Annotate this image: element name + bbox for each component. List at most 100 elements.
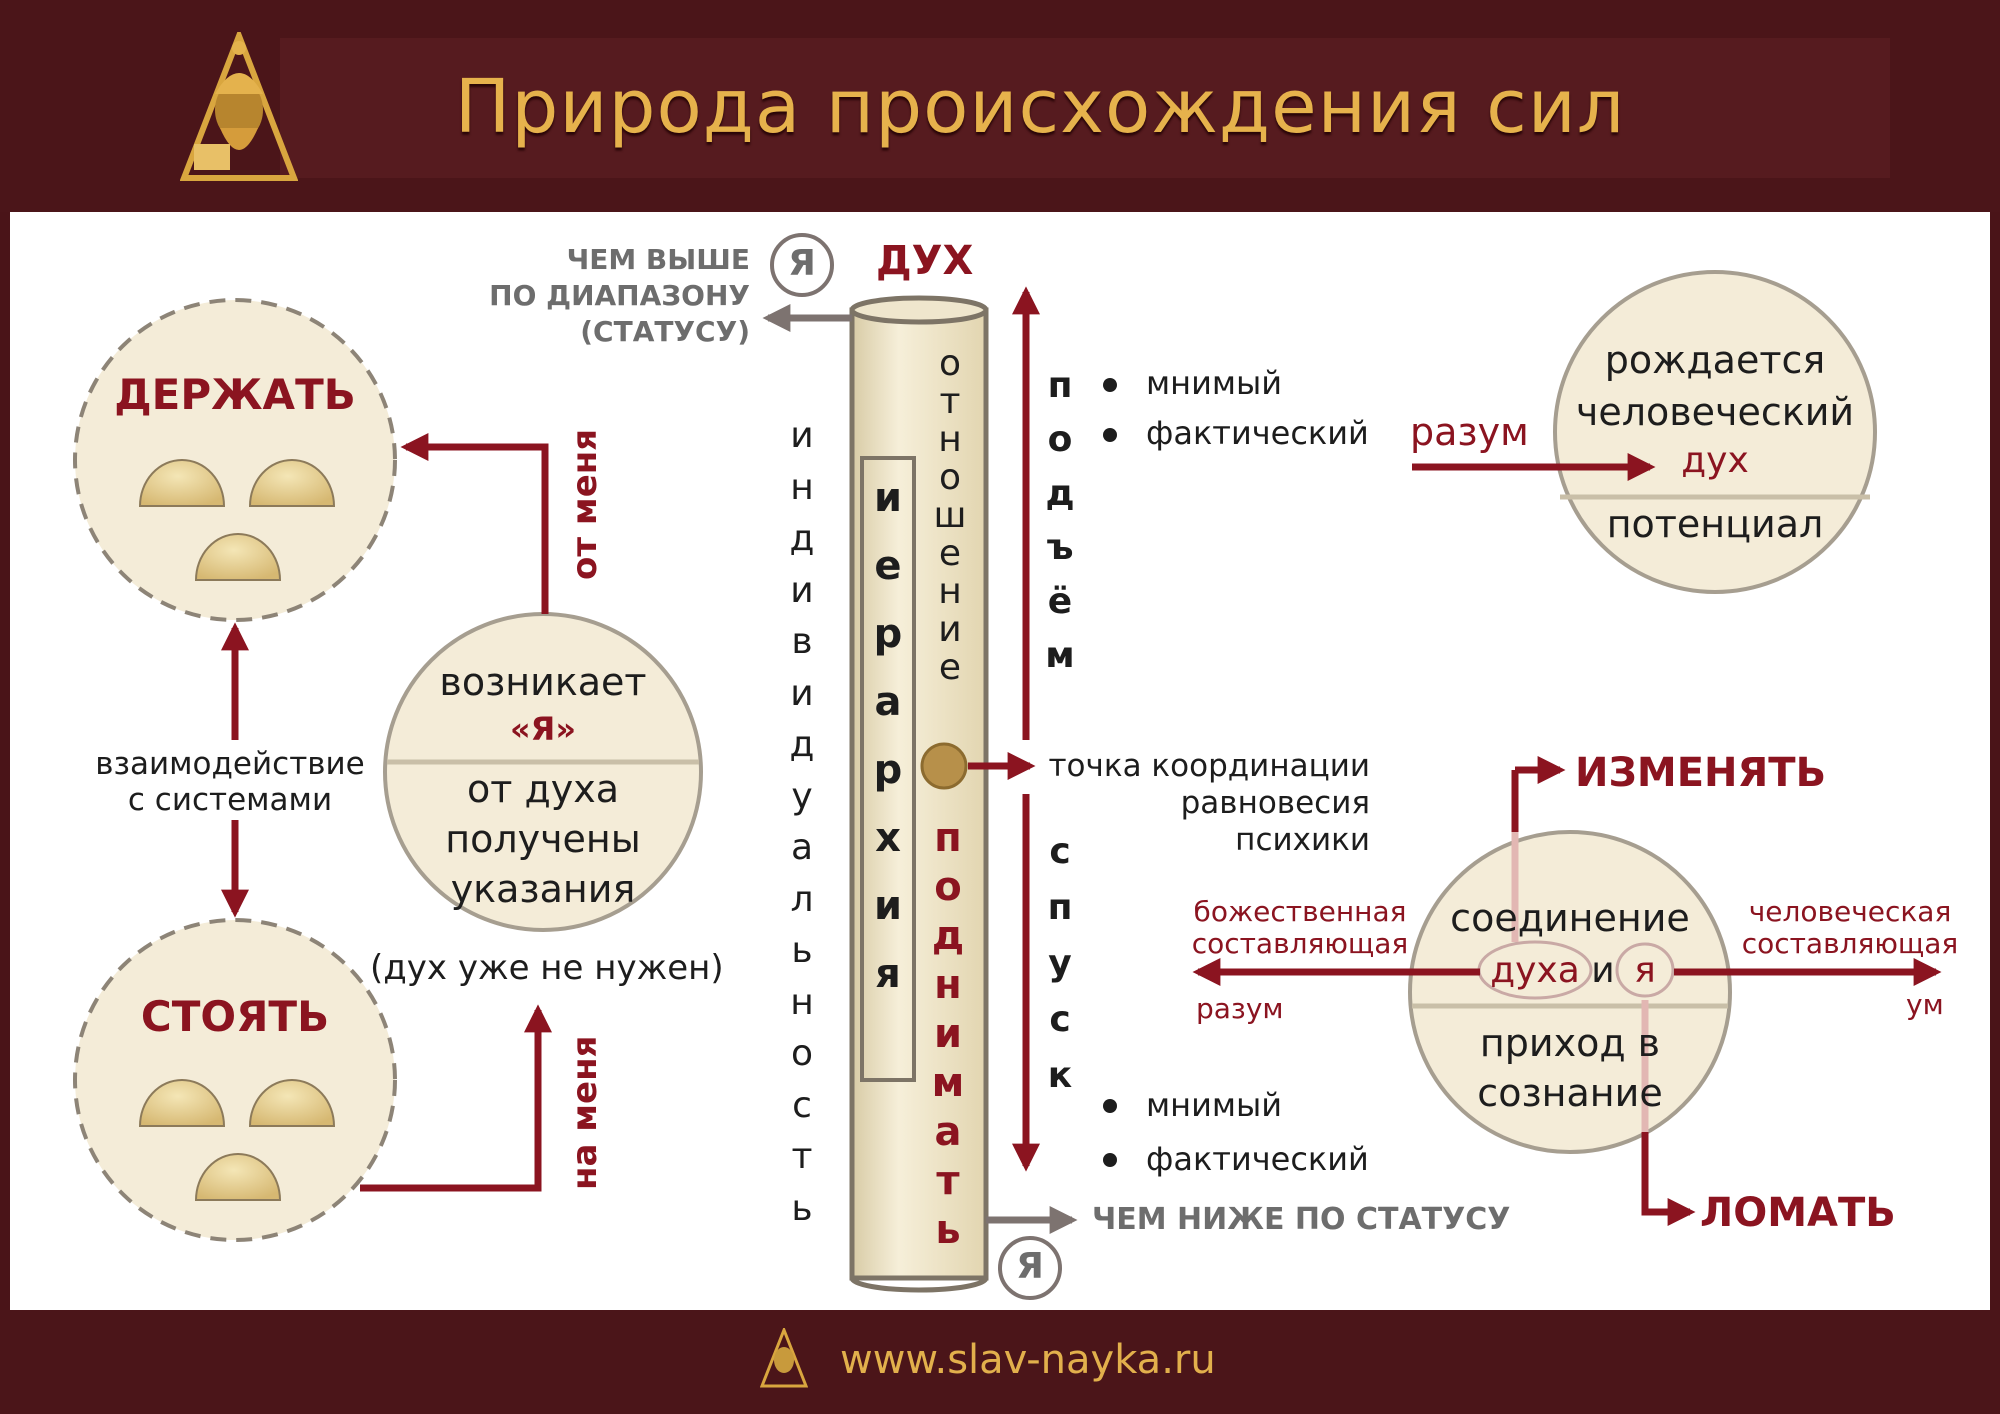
bullet-icon	[1103, 428, 1117, 442]
vertical-letter: м	[931, 1060, 965, 1106]
vertical-letter: н	[934, 962, 962, 1008]
vertical-letter: ё	[1047, 581, 1073, 622]
spirit-red-label: дух	[1681, 440, 1749, 481]
dome-icon	[138, 459, 226, 507]
bullet-icon	[1103, 378, 1117, 392]
human-spirit-circle	[1553, 270, 1877, 594]
vertical-letter: и	[790, 672, 814, 714]
vertical-letter: я	[875, 951, 901, 997]
vertical-letter: и	[790, 415, 814, 456]
potential-label: потенциал	[1606, 502, 1824, 546]
vertical-letter: н	[938, 419, 962, 460]
vertical-letter: с	[1049, 999, 1071, 1040]
ya-top-label: Я	[788, 243, 816, 284]
hold-circle	[73, 298, 397, 622]
emblem-logo-icon	[180, 32, 298, 181]
higher-status-note: ЧЕМ ВЫШЕ ПО ДИАПАЗОНУ (СТАТУСУ)	[489, 243, 750, 348]
vertical-letter: а	[934, 1109, 962, 1155]
dome-icon	[194, 1153, 282, 1201]
vertical-letter: о	[934, 864, 962, 910]
vertical-letter: а	[874, 679, 902, 725]
page-title: Природа происхождения сил	[454, 64, 1626, 150]
vertical-letter: ъ	[1046, 527, 1074, 568]
to-me-label: на меня	[565, 1035, 605, 1190]
vertical-letter: о	[790, 1033, 814, 1074]
union-circle	[1408, 830, 1732, 1154]
vertical-letter: у	[1048, 943, 1072, 984]
born-human-label: рождается человеческий	[1575, 338, 1855, 434]
up-item-actual: фактический	[1146, 414, 1369, 452]
vertical-letter: е	[874, 543, 902, 589]
to-me-arrow	[360, 1004, 552, 1192]
footer-bar	[0, 1310, 2000, 1414]
vertical-letter: и	[938, 609, 962, 650]
spirit-not-needed-label: (дух уже не нужен)	[370, 948, 724, 988]
reason-left-label: разум	[1196, 992, 1284, 1025]
vertical-letter: д	[789, 724, 815, 765]
vertical-letter: ш	[933, 495, 967, 536]
instructions-label: от духа получены указания	[445, 767, 641, 911]
vertical-letter: т	[936, 1158, 960, 1204]
vertical-letter: о	[1047, 419, 1073, 460]
vertical-letter: о	[938, 457, 962, 498]
stand-circle	[73, 918, 397, 1242]
break-label: ЛОМАТЬ	[1700, 1190, 1896, 1236]
coordination-point-icon	[920, 742, 968, 790]
coordination-point-label: точка координации равновесия психики	[1048, 748, 1371, 858]
vertical-letter: и	[790, 569, 814, 611]
vertical-letter: и	[873, 883, 903, 929]
footer-logo-icon	[760, 1328, 808, 1388]
vertical-letter: е	[938, 647, 962, 688]
vertical-letter: ь	[791, 930, 813, 971]
vertical-letter: р	[873, 611, 903, 657]
vertical-letter: т	[939, 381, 961, 422]
vertical-letter: с	[1049, 831, 1071, 872]
vertical-letter: п	[934, 815, 962, 861]
break-arrow	[1641, 1132, 1696, 1226]
dome-icon	[248, 1079, 336, 1127]
vertical-letter: д	[789, 518, 815, 559]
hierarchy-pillar	[849, 295, 989, 1293]
ya-arises-circle	[383, 612, 703, 932]
vertical-letter: л	[790, 878, 814, 920]
ya-bottom-label: Я	[1016, 1246, 1044, 1287]
vertical-letter: д	[931, 913, 965, 959]
down-item-imaginary: мнимый	[1146, 1086, 1283, 1124]
vertical-letter: в	[791, 621, 813, 662]
of-spirit-label: духа	[1490, 950, 1580, 991]
footer-website-link[interactable]: www.slav-nayka.ru	[840, 1337, 1216, 1383]
down-item-actual: фактический	[1146, 1140, 1369, 1178]
from-me-arrow	[400, 433, 549, 614]
vertical-letter: и	[873, 475, 903, 521]
up-item-imaginary: мнимый	[1146, 364, 1283, 402]
vertical-letter: р	[873, 747, 903, 793]
vertical-letter: у	[791, 775, 813, 817]
arises-label: возникает	[439, 660, 647, 704]
and-label: и	[1591, 950, 1615, 991]
vertical-letter: к	[1047, 1055, 1073, 1096]
human-component-label: человеческая составляющая	[1741, 895, 1959, 960]
vertical-letter: ь	[791, 1187, 813, 1229]
vertical-letter: н	[790, 466, 814, 508]
vertical-letter: м	[1045, 635, 1075, 676]
vertical-letter: е	[938, 533, 962, 574]
change-label: ИЗМЕНЯТЬ	[1575, 750, 1827, 796]
vertical-letter: п	[1047, 887, 1073, 928]
lower-status-note: ЧЕМ НИЖЕ ПО СТАТУСУ	[1092, 1202, 1511, 1237]
arrival-consciousness-label: приход в сознание	[1477, 1021, 1663, 1115]
from-me-label: от меня	[565, 428, 605, 580]
vertical-letter: о	[938, 343, 962, 384]
dome-icon	[248, 459, 336, 507]
ya-bottom-badge	[998, 1236, 1062, 1300]
dome-icon	[138, 1079, 226, 1127]
vertical-letter: н	[938, 571, 962, 612]
interaction-label: взаимодействие с системами	[95, 746, 365, 818]
vertical-letter: и	[933, 1011, 963, 1057]
vertical-letter: т	[791, 1136, 813, 1177]
